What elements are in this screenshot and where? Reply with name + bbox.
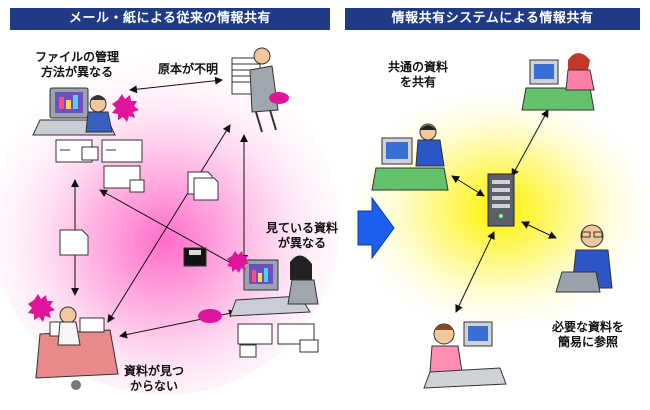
label-viewing-differs: 見ている資料 が異なる — [252, 221, 352, 251]
paper-document-icon — [59, 229, 89, 256]
label-easy-line1: 必要な資料を — [551, 320, 624, 334]
arrow-server-woman — [511, 109, 549, 177]
label-missing-line2: からない — [129, 379, 178, 393]
arrow-server-manager — [521, 221, 557, 239]
alert-burst-icon-2 — [269, 92, 289, 104]
label-shared-line1: 共通の資料 — [387, 60, 448, 74]
label-shared-line2: を共有 — [399, 75, 436, 89]
woman-at-computer-icon-2 — [521, 53, 595, 111]
woman-at-computer-icon — [229, 255, 319, 317]
server-icon — [487, 173, 515, 227]
label-viewing-line2: が異なる — [277, 236, 326, 250]
label-viewing-line1: 見ている資料 — [265, 221, 338, 235]
label-missing-line1: 資料が見つ — [123, 364, 184, 378]
arrow-pc1-boss — [129, 76, 223, 94]
cluttered-desk-icon — [35, 306, 119, 390]
label-format-differs: ファイルの管理 方法が異なる — [22, 50, 132, 80]
alert-burst-icon-5 — [28, 294, 55, 322]
file-transfer-icon — [187, 171, 219, 201]
left-panel-title: メール・紙による従来の情報共有 — [10, 8, 330, 30]
transition-arrow-icon — [357, 196, 395, 260]
arrow-boss-clutter — [107, 124, 231, 323]
man-at-computer-icon — [371, 123, 449, 191]
label-original-unknown: 原本が不明 — [157, 62, 218, 76]
worker-pc-icon — [32, 87, 116, 136]
label-easy-reference: 必要な資料を 簡易に参照 — [540, 320, 636, 350]
label-cannot-find: 資料が見つ からない — [108, 364, 200, 394]
floppy-disk-icon — [183, 247, 207, 267]
label-format-line2: 方法が異なる — [40, 65, 113, 79]
label-easy-line2: 簡易に参照 — [557, 335, 618, 349]
label-format-line1: ファイルの管理 — [34, 50, 119, 64]
arrow-man-server — [451, 175, 485, 197]
arrow-server-person — [455, 231, 495, 313]
document-set-icon-2 — [237, 323, 319, 358]
alert-burst-icon-4 — [198, 309, 222, 323]
manager-at-laptop-icon — [555, 224, 613, 293]
document-set-icon — [55, 139, 145, 193]
alert-burst-icon — [112, 94, 139, 122]
label-shared: 共通の資料 を共有 — [376, 60, 460, 90]
person-at-computer-icon — [423, 321, 507, 389]
right-panel-title: 情報共有システムによる情報共有 — [345, 8, 640, 30]
alert-burst-icon-3 — [227, 251, 249, 273]
